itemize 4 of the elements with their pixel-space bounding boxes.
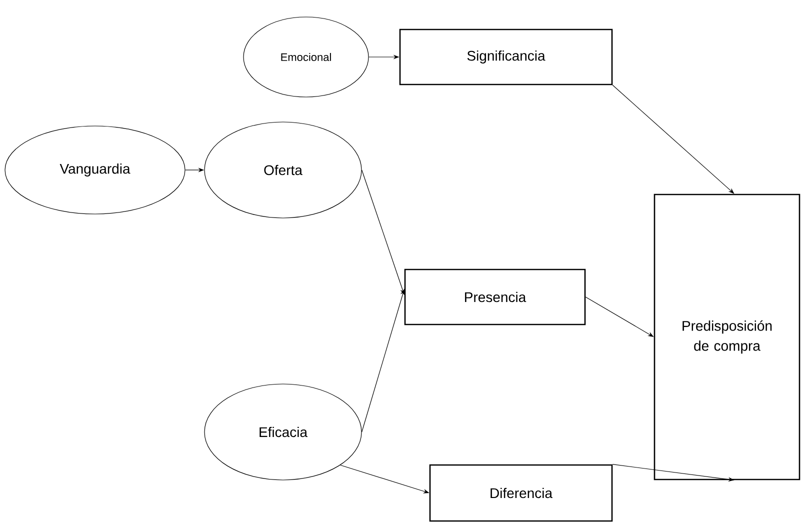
construct-box: Predisposición de compra [654,194,800,480]
construct-box: Significancia [399,28,613,86]
construct-box: Presencia [404,268,586,326]
construct-box: Diferencia [429,464,613,522]
